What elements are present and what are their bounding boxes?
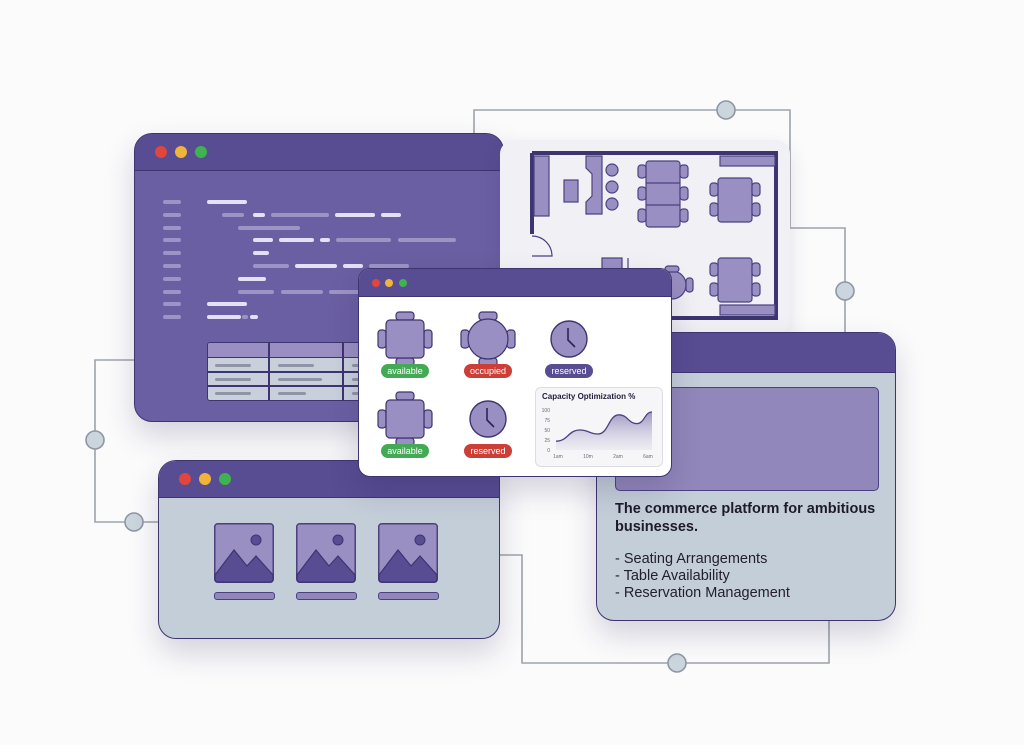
- y-tick-label: 50: [544, 428, 550, 434]
- feature-item: - Table Availability: [615, 568, 730, 584]
- x-tick-label: 2am: [613, 454, 623, 460]
- code-token: [369, 264, 409, 268]
- connector-node: [716, 100, 736, 120]
- line-number: [163, 212, 181, 217]
- code-token: [381, 212, 401, 217]
- status-badge-reserved: reserved: [464, 444, 512, 458]
- code-token: [335, 212, 375, 217]
- code-token: [271, 212, 329, 217]
- connector-top: [473, 109, 846, 332]
- image-placeholder-icon[interactable]: [296, 523, 356, 583]
- code-token: [207, 200, 247, 204]
- headline: The commerce platform for ambitious busi…: [615, 501, 876, 535]
- round-table-icon[interactable]: [458, 309, 518, 374]
- capacity-chart: 0 25 50 75 100 1am 10m 2am 6am: [542, 408, 653, 460]
- maximize-dot-icon[interactable]: [399, 279, 407, 287]
- line-number: [163, 289, 181, 294]
- code-token: [343, 264, 363, 268]
- x-tick-label: 1am: [553, 454, 563, 460]
- maximize-dot-icon[interactable]: [219, 473, 231, 485]
- line-number: [163, 315, 181, 320]
- line-number: [163, 251, 181, 256]
- x-tick-label: 6am: [643, 454, 653, 460]
- feature-item: - Reservation Management: [615, 585, 790, 601]
- caption-bar: [214, 592, 275, 600]
- code-token: [207, 302, 247, 307]
- connector-node: [124, 512, 144, 532]
- feature-list: - Seating Arrangements - Table Availabil…: [615, 551, 790, 602]
- image-placeholder-icon[interactable]: [378, 523, 438, 583]
- window-titlebar: [135, 134, 503, 171]
- line-number: [163, 225, 181, 230]
- code-token: [253, 264, 289, 268]
- caption-bar: [378, 592, 439, 600]
- status-badge-reserved: reserved: [545, 364, 593, 378]
- y-tick-label: 100: [542, 408, 551, 414]
- clock-icon[interactable]: [458, 389, 518, 454]
- code-token: [238, 289, 274, 294]
- maximize-dot-icon[interactable]: [195, 146, 207, 158]
- image-placeholder-icon[interactable]: [214, 523, 274, 583]
- line-number: [163, 302, 181, 307]
- close-dot-icon[interactable]: [372, 279, 380, 287]
- code-token: [281, 289, 323, 294]
- clock-icon[interactable]: [539, 309, 599, 374]
- gallery-window: [158, 460, 500, 639]
- status-badge-available: available: [381, 444, 429, 458]
- code-token: [253, 212, 265, 217]
- line-number: [163, 264, 181, 268]
- seating-status-window: available occupied reserved available reserv…: [358, 268, 672, 477]
- y-tick-label: 0: [547, 448, 550, 454]
- code-token: [279, 238, 314, 243]
- line-number: [163, 276, 181, 281]
- status-badge-available: available: [381, 364, 429, 378]
- code-token: [238, 225, 300, 230]
- connector-node: [667, 653, 687, 673]
- code-token: [398, 238, 456, 243]
- code-token: [253, 251, 269, 256]
- connector-bottom: [498, 554, 830, 664]
- close-dot-icon[interactable]: [155, 146, 167, 158]
- code-token: [320, 238, 330, 243]
- chart-title: Capacity Optimization %: [542, 392, 636, 401]
- close-dot-icon[interactable]: [179, 473, 191, 485]
- caption-bar: [296, 592, 357, 600]
- floor-plan-icon: [530, 151, 778, 320]
- y-tick-label: 75: [544, 418, 550, 424]
- code-token: [222, 212, 244, 217]
- code-token: [250, 315, 258, 320]
- connector-node: [85, 430, 105, 450]
- x-tick-label: 10m: [583, 454, 593, 460]
- minimize-dot-icon[interactable]: [175, 146, 187, 158]
- code-token: [242, 315, 248, 320]
- capacity-chart-card: Capacity Optimization % 0 25 50 75 100 1am 10m…: [535, 387, 663, 467]
- line-number: [163, 200, 181, 204]
- code-token: [295, 264, 337, 268]
- code-token: [329, 289, 359, 294]
- line-number: [163, 238, 181, 243]
- series-area: [556, 412, 652, 450]
- minimize-dot-icon[interactable]: [385, 279, 393, 287]
- square-table-icon[interactable]: [375, 309, 435, 374]
- window-titlebar: [359, 269, 671, 297]
- minimize-dot-icon[interactable]: [199, 473, 211, 485]
- code-token: [238, 276, 266, 281]
- square-table-icon[interactable]: [375, 389, 435, 454]
- status-badge-occupied: occupied: [464, 364, 512, 378]
- connector-node: [835, 281, 855, 301]
- code-token: [253, 238, 273, 243]
- code-token: [207, 315, 241, 320]
- feature-item: - Seating Arrangements: [615, 551, 768, 567]
- code-token: [336, 238, 391, 243]
- y-tick-label: 25: [544, 438, 550, 444]
- series-line: [555, 411, 653, 442]
